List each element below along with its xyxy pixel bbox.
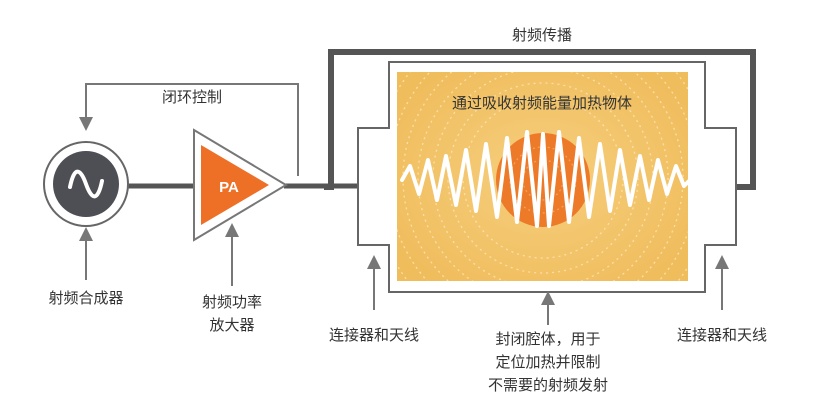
cavity-label-line1: 封闭腔体，用于	[495, 330, 600, 348]
heating-label: 通过吸收射频能量加热物体	[452, 94, 632, 112]
rf-wave	[400, 130, 694, 228]
connector-left-label: 连接器和天线	[329, 326, 419, 344]
synthesizer	[43, 141, 129, 227]
power-amplifier: PA	[193, 128, 288, 242]
closed-loop-label: 闭环控制	[162, 88, 222, 106]
amp-label-line1: 射频功率	[202, 293, 262, 311]
amp-tag: PA	[219, 179, 239, 196]
rf-propagation-label: 射频传播	[512, 26, 572, 44]
cavity-label-line3: 不需要的射频发射	[488, 376, 608, 394]
sine-wave-icon	[68, 169, 104, 199]
closed-loop-arrow	[79, 83, 299, 176]
heating-cavity: 通过吸收射频能量加热物体	[397, 72, 694, 281]
amp-label-line2: 放大器	[209, 316, 254, 334]
connector-right-label: 连接器和天线	[677, 326, 767, 344]
synthesizer-label: 射频合成器	[48, 289, 123, 307]
cavity-label-line2: 定位加热并限制	[495, 353, 600, 371]
